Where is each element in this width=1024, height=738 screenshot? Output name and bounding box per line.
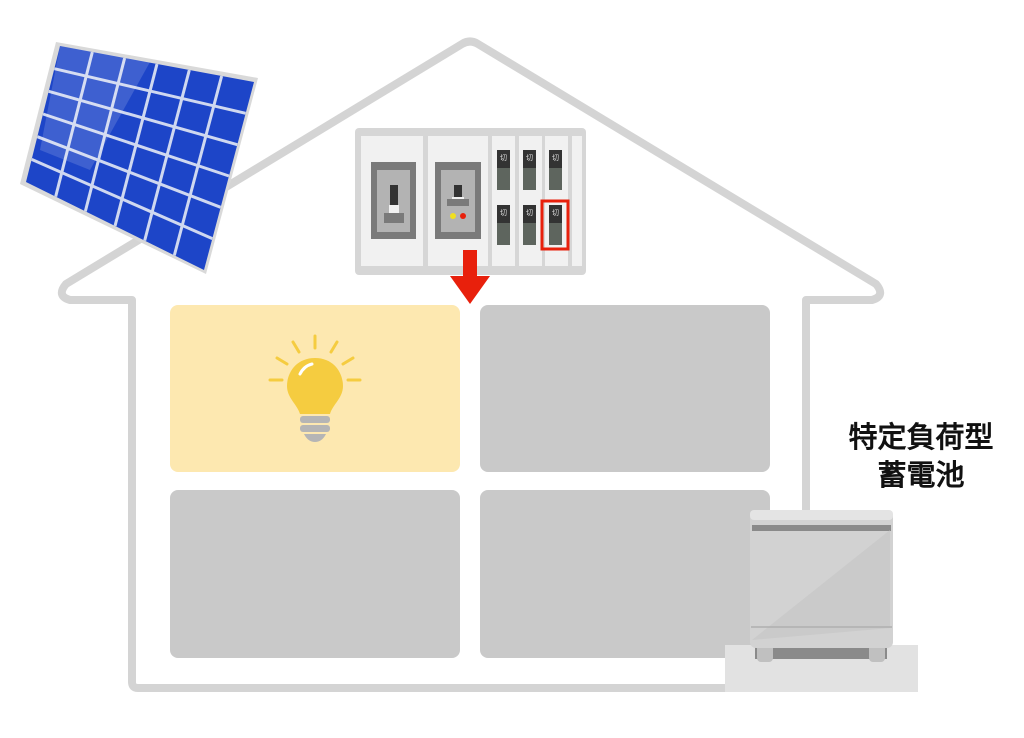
branch-breaker: 切	[497, 150, 510, 190]
breaker-off-glyph: 切	[552, 154, 559, 162]
battery-label-line1: 特定負荷型	[848, 420, 994, 454]
room-bottom-left	[170, 490, 460, 658]
highlighted-breaker-frame	[540, 199, 570, 251]
house-outline	[57, 37, 885, 692]
branch-breaker: 切	[523, 150, 536, 190]
light-bulb-icon	[268, 334, 362, 442]
solar-panel	[20, 42, 258, 274]
branch-breaker: 切	[549, 150, 562, 190]
solar-cell-divider	[53, 67, 247, 115]
branch-breakers: 切切切切切切	[497, 150, 562, 245]
solar-cell-divider	[42, 112, 230, 178]
breaker-off-glyph: 切	[500, 209, 507, 217]
earth-leakage-breaker	[435, 162, 481, 239]
breaker-off-glyph: 切	[526, 154, 533, 162]
distribution-panel: 切切切切切切	[355, 128, 586, 275]
battery-label: 特定負荷型 蓄電池	[836, 418, 1006, 494]
main-breaker	[371, 162, 416, 239]
solar-cell-divider	[31, 157, 213, 241]
branch-breaker: 切	[549, 205, 562, 245]
breaker-off-glyph: 切	[500, 154, 507, 162]
room-bottom-right	[480, 490, 770, 658]
solar-cell-divider	[36, 135, 222, 209]
down-arrow-icon	[450, 250, 490, 304]
branch-breaker: 切	[497, 205, 510, 245]
breaker-off-glyph: 切	[552, 209, 559, 217]
branch-breaker: 切	[523, 205, 536, 245]
breaker-off-glyph: 切	[526, 209, 533, 217]
storage-battery	[725, 510, 918, 692]
room-top-right	[480, 305, 770, 472]
battery-label-line2: 蓄電池	[877, 458, 965, 492]
solar-cell-divider	[48, 89, 238, 147]
